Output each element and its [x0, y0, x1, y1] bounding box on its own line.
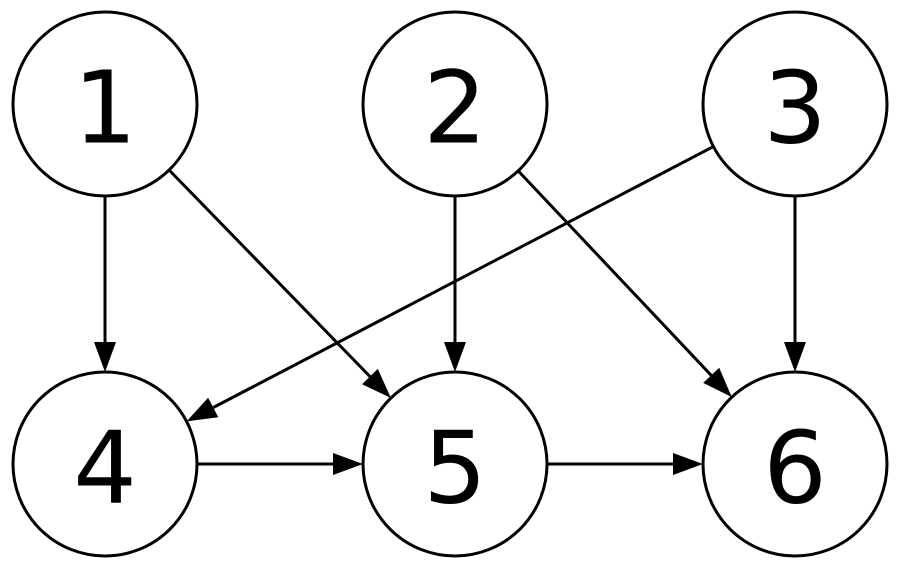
node-circle [361, 10, 549, 198]
edge-2-to-6 [517, 169, 732, 398]
edge-line [517, 169, 714, 378]
arrowhead-icon [784, 342, 806, 372]
edge-3-to-6 [784, 196, 806, 372]
node-label: 4 [73, 410, 137, 527]
node-label: 1 [73, 50, 137, 167]
edge-2-to-5 [444, 196, 466, 372]
node-circle [361, 370, 549, 558]
node-4: 4 [11, 370, 199, 558]
node-label: 2 [423, 50, 487, 167]
node-label: 5 [423, 410, 487, 527]
node-label: 3 [763, 50, 827, 167]
node-circle [701, 370, 889, 558]
arrowhead-icon [673, 453, 703, 475]
edge-1-to-4 [94, 196, 116, 372]
edge-line [168, 168, 373, 380]
edge-5-to-6 [547, 453, 703, 475]
arrowhead-icon [444, 342, 466, 372]
node-circle [11, 370, 199, 558]
edge-line [210, 145, 715, 410]
edge-1-to-5 [168, 168, 391, 398]
node-circle [11, 10, 199, 198]
nodes-layer: 1 2 3 4 5 6 [11, 10, 889, 558]
arrowhead-icon [186, 397, 219, 422]
node-5: 5 [361, 370, 549, 558]
arrowhead-icon [362, 368, 391, 398]
node-3: 3 [701, 10, 889, 198]
node-circle [701, 10, 889, 198]
node-6: 6 [701, 370, 889, 558]
edge-4-to-5 [197, 453, 363, 475]
edges-layer [94, 145, 806, 475]
node-1: 1 [11, 10, 199, 198]
arrowhead-icon [94, 342, 116, 372]
arrowhead-icon [333, 453, 363, 475]
node-2: 2 [361, 10, 549, 198]
edge-3-to-4 [186, 145, 715, 422]
node-label: 6 [763, 410, 827, 527]
arrowhead-icon [703, 367, 732, 398]
